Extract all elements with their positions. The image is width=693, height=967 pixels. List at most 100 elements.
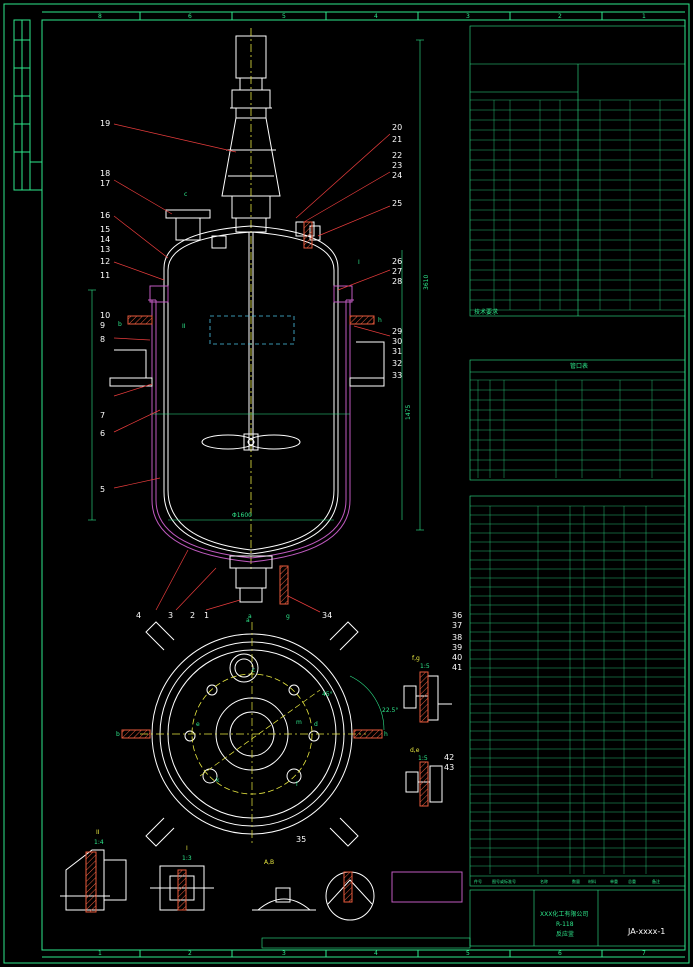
part-numbers-right: 20 21 22 23 24 25 26 27 28 29 30 31 32 3… [322,123,402,620]
part-19: 19 [100,119,110,128]
part-34: 34 [322,611,332,620]
detail-II-title: II [96,829,100,836]
detail-II-scale: 1:4 [94,839,104,846]
zone-bottom-3: 3 [282,950,286,957]
part-25: 25 [392,199,402,208]
part-40: 40 [452,653,462,662]
detail-weld [325,871,375,921]
header-part-no: 件号 [474,878,482,884]
nozzle-c-plan: c [252,667,255,674]
header-unit-wt: 单重 [610,878,618,884]
zone-bottom-5: 5 [466,950,470,957]
part-27: 27 [392,267,402,276]
zone-bottom-6: 6 [558,950,562,957]
vessel-elevation: 3610 1475 Φ1600 19 18 17 [88,28,430,620]
part-numbers-left: 19 18 17 16 15 14 13 12 11 10 9 8 7 6 5 … [100,119,209,620]
view-f-g-scale: 1:5 [420,663,430,670]
nozzle-c-elev: c [184,191,187,198]
part-8: 8 [100,335,105,344]
zone-top-6: 2 [558,13,562,20]
zone-bottom-7: 7 [642,950,646,957]
detail-view-f-g: f,g 1:5 [403,655,452,723]
view-d-e-scale: 1:5 [418,755,428,762]
angle-22-5: 22.5° [382,707,398,714]
parts-list-table [469,495,686,887]
view-f-g-title: f,g [412,655,420,662]
dim-diameter: Φ1600 [232,512,252,519]
tech-req-title: 技术要求 [474,308,498,316]
zone-top-5: 3 [466,13,470,20]
part-42: 42 [444,753,454,762]
bottom-revision-strip [261,937,471,949]
detail-view-d-e: d,e 1:5 [405,747,443,807]
part-23: 23 [392,161,402,170]
coil-dashed [209,315,295,345]
detail-I-title: I [186,845,188,852]
bottom-outlet [229,555,273,603]
nozzle-b-plan: b [116,731,120,738]
zone-top-3: 5 [282,13,286,20]
detail-I-scale: 1:3 [182,855,192,862]
part-13: 13 [100,245,110,254]
zone-top-1: 8 [98,13,102,20]
part-1: 1 [204,611,209,620]
part-21: 21 [392,135,402,144]
part-30: 30 [392,337,402,346]
support-lugs [109,341,385,387]
part-12: 12 [100,257,110,266]
part-14: 14 [100,235,110,244]
title-company: XXX化工有限公司 [540,910,588,918]
detail-part-numbers: 36 37 38 39 40 41 42 43 [444,611,462,772]
detail-ab-title: A,B [264,859,274,866]
nozzle-h-plan: h [384,731,388,738]
header-remark: 备注 [652,878,660,884]
nozzle-table-rows [470,379,685,478]
part-29: 29 [392,327,402,336]
zone-top-7: 1 [642,13,646,20]
part-31: 31 [392,347,402,356]
part-17: 17 [100,179,110,188]
nozzle-a-elev: a [248,613,252,620]
part-7: 7 [100,411,105,420]
dim-height: 3610 [423,275,430,290]
part-9: 9 [100,321,105,330]
part-18: 18 [100,169,110,178]
part-43: 43 [444,763,454,772]
nozzle-h-elev: h [378,317,382,324]
part-33: 33 [392,371,402,380]
header-name: 名称 [540,878,548,884]
design-table-rows [470,99,685,311]
angle-45: 45° [322,691,333,698]
zone-bottom-4: 4 [374,950,378,957]
title-drawing-no: JA-xxxx-1 [627,927,665,936]
part-35-label: 35 [296,835,306,844]
design-data-table [469,25,686,317]
part-39: 39 [452,643,462,652]
nozzle-m-plan: m [296,719,302,726]
dim-vertical: 1475 [405,405,412,420]
part-28: 28 [392,277,402,286]
vessel-plan-view: c b h e d m a k l 22.5° 45° 34 35 [116,617,398,847]
parts-table-rows [470,505,685,874]
stamp-box [391,871,463,903]
side-nozzles [127,221,375,605]
nozzle-b-elev: b [118,321,122,328]
header-material: 材料 [588,878,596,884]
part-26: 26 [392,257,402,266]
nozzle-k-plan: k [216,777,220,784]
part-4: 4 [136,611,141,620]
part-20: 20 [392,123,402,132]
part-32: 32 [392,359,402,368]
part-37: 37 [452,621,462,630]
agitator [201,232,301,451]
part-2: 2 [190,611,195,620]
detail-I: I 1:3 [150,845,214,911]
part-41: 41 [452,663,462,672]
nozzle-l-plan: l [296,781,298,788]
part-16: 16 [100,211,110,220]
top-nozzles [165,209,321,249]
nozzle-g-elev: g [286,613,290,620]
nozzle-d-plan: d [314,721,318,728]
part-6: 6 [100,429,105,438]
